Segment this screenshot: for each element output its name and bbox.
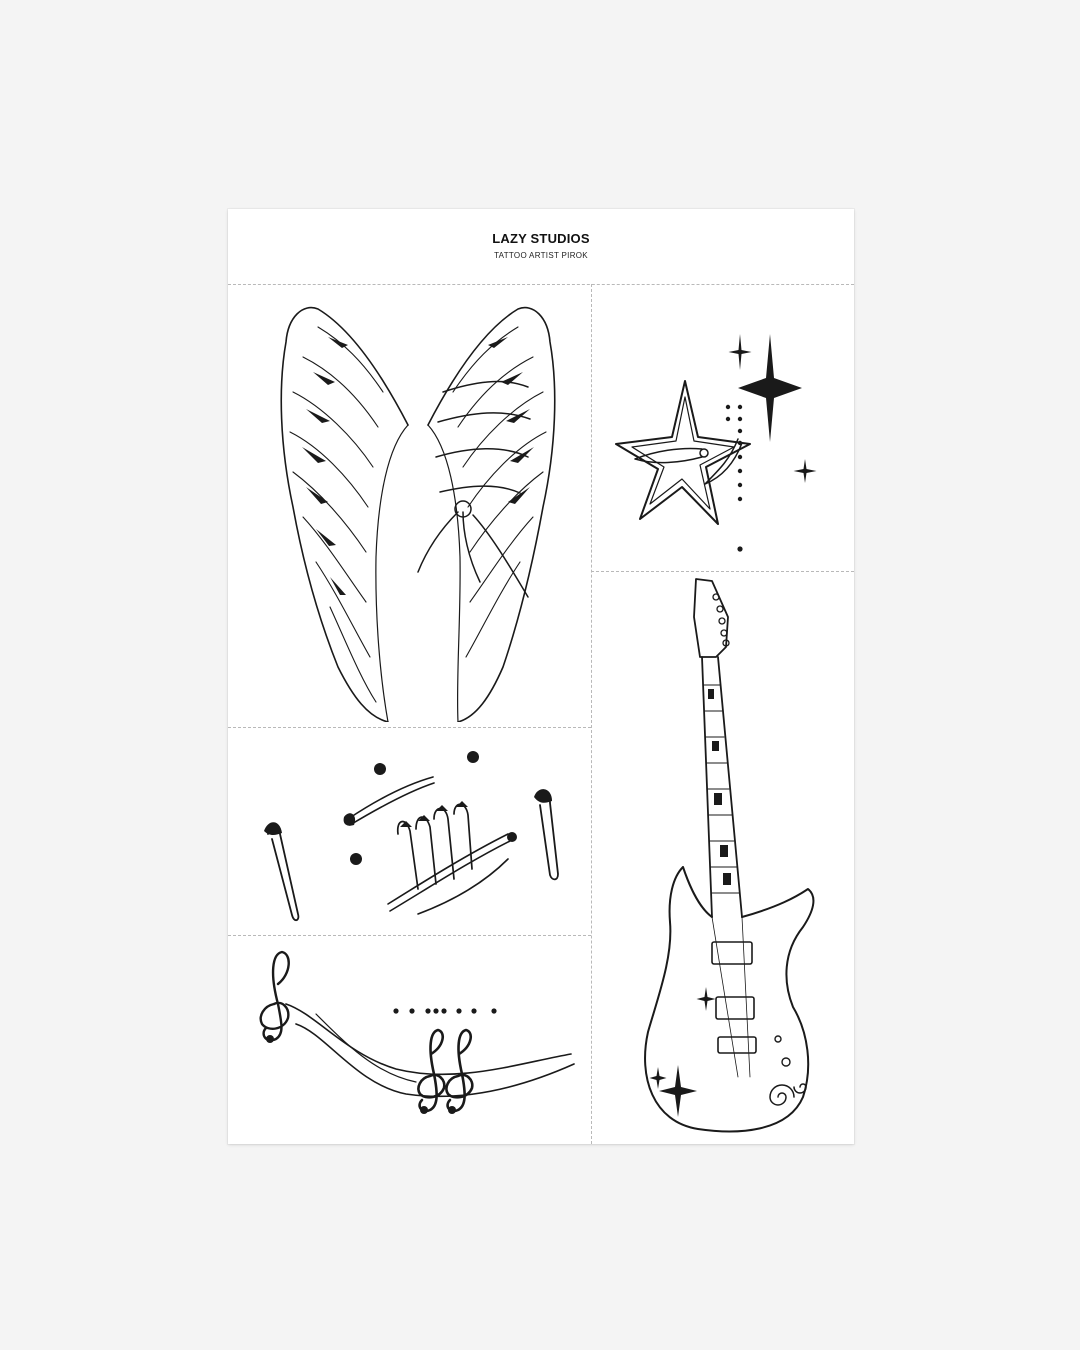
cutline-left-pins: [228, 935, 591, 936]
sheet-header: LAZY STUDIOS TATTOO ARTIST PIROK: [228, 209, 854, 284]
angel-wings-icon: [280, 306, 556, 722]
treble-clef-icon: [259, 950, 575, 1114]
star-icon: [615, 334, 817, 552]
guitar-icon: [644, 578, 815, 1133]
brand-title: LAZY STUDIOS: [492, 231, 590, 246]
cutline-left-wings: [228, 727, 591, 728]
cutline-center: [591, 284, 592, 1144]
cutline-right-stars: [591, 571, 854, 572]
safety-pin-icon: [264, 751, 559, 922]
cutline-header: [228, 284, 854, 285]
artist-subtitle: TATTOO ARTIST PIROK: [494, 251, 588, 260]
tattoo-sheet: LAZY STUDIOS TATTOO ARTIST PIROK: [228, 209, 854, 1144]
